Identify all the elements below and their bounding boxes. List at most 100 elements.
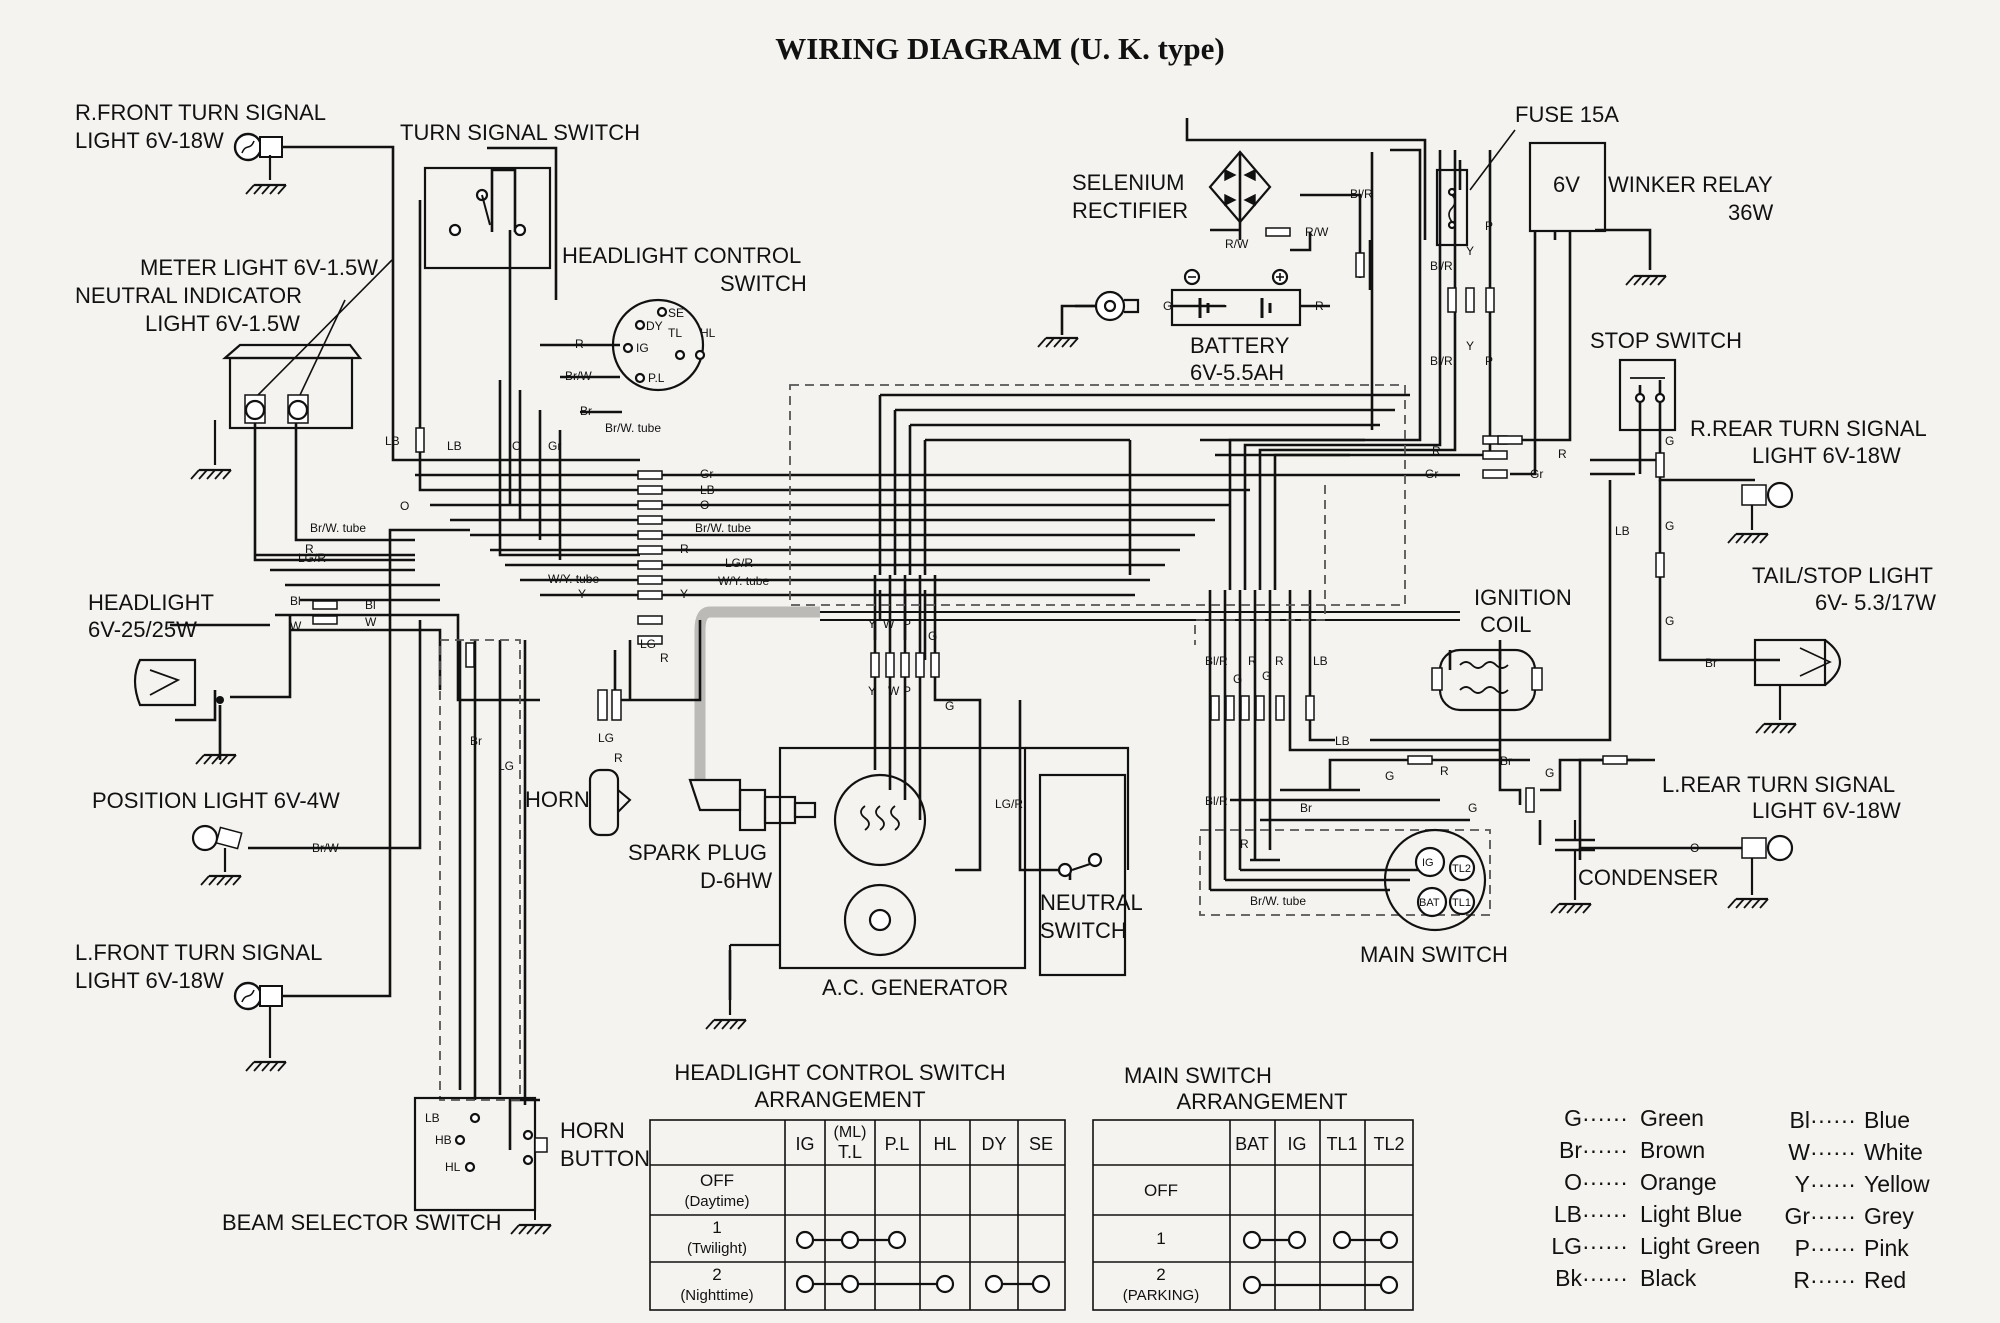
legend-name: Grey — [1864, 1203, 1914, 1229]
neutral-switch-label-1: NEUTRAL — [1040, 890, 1143, 915]
hl-switch-terminal-tl: TL — [668, 326, 682, 340]
legend-entry: P ······ Pink — [1795, 1235, 1910, 1261]
l-rear-turn-signal-label-2: LIGHT 6V-18W — [1752, 798, 1901, 823]
wire-label-r-4: R — [305, 542, 314, 556]
wire-label-r-w-2: R/W — [1225, 237, 1249, 251]
hl-switch-terminal-ig: IG — [636, 341, 649, 355]
wire-labels: LB LB O Gr R Br/W Br Br/W. tube Gr LB O … — [290, 187, 1717, 908]
wire-label-r-9: R — [1248, 654, 1257, 668]
legend-code: LB — [1554, 1201, 1582, 1227]
legend-name: Pink — [1864, 1235, 1909, 1261]
legend-entry: Bk ······ Black — [1555, 1265, 1697, 1291]
wire-label-br-w-tube: Br/W. tube — [605, 421, 661, 435]
wire-label-r-3: R — [660, 651, 669, 665]
hl-row-off: OFF — [700, 1171, 734, 1190]
legend-entry: G ······ Green — [1564, 1105, 1704, 1131]
hl-switch-terminal-se: SE — [668, 306, 684, 320]
legend-code: O — [1564, 1169, 1582, 1195]
wire-label-r-5: R — [614, 751, 623, 765]
wire-label-gr-2: Gr — [700, 467, 713, 481]
wire-label-g-5: G — [1665, 519, 1674, 533]
wire-label-p-4: P — [1485, 354, 1493, 368]
main-switch: IG TL2 BAT TL1 — [1383, 828, 1487, 932]
legend-name: Orange — [1640, 1169, 1717, 1195]
wire-label-y-6: Y — [1466, 339, 1474, 353]
turn-signal-switch — [423, 166, 552, 270]
legend-entry: Bl ······ Blue — [1790, 1107, 1911, 1133]
legend-entry: Gr ······ Grey — [1784, 1203, 1914, 1229]
r-rear-turn-signal-label-1: R.REAR TURN SIGNAL — [1690, 416, 1927, 441]
wire-label-p: P — [903, 617, 911, 631]
winker-relay: 6V — [1528, 141, 1668, 287]
legend-code: W — [1788, 1139, 1810, 1165]
legend-name: Red — [1864, 1267, 1906, 1293]
legend-sep: ······ — [1582, 1265, 1628, 1291]
hl-row-1-sub: (Twilight) — [687, 1240, 747, 1257]
wire-label-br-w: Br/W — [565, 369, 592, 383]
legend-name: Brown — [1640, 1137, 1705, 1163]
main-row-1: 1 — [1156, 1229, 1165, 1248]
dashed-boundaries — [439, 384, 1491, 1101]
wire-label-g-9: G — [1385, 769, 1394, 783]
battery-ground-terminal — [1036, 290, 1140, 349]
hl-row-2-sub: (Nighttime) — [680, 1287, 753, 1304]
wire-label-lb-5: LB — [1313, 654, 1328, 668]
wire-label-r-6: R — [1315, 299, 1324, 313]
hl-row-off-sub: (Daytime) — [684, 1193, 749, 1210]
legend-name: White — [1864, 1139, 1923, 1165]
wire-label-lb-3: LB — [700, 483, 715, 497]
meter-light-label: METER LIGHT 6V-1.5W — [140, 255, 378, 280]
horn — [588, 689, 632, 837]
wire-label-y: Y — [578, 587, 586, 601]
legend-entry: R ······ Red — [1793, 1267, 1906, 1293]
ignition-coil-label-1: IGNITION — [1474, 585, 1572, 610]
legend-sep: ······ — [1810, 1203, 1856, 1229]
wire-label-bl-r: Bl/R — [1350, 187, 1373, 201]
wire-label-o-3: O — [400, 499, 409, 513]
position-light-label: POSITION LIGHT 6V-4W — [92, 788, 340, 813]
hl-switch-terminal-hl: HL — [700, 326, 716, 340]
l-front-turn-signal-lamp — [233, 981, 288, 1073]
headlight-label-2: 6V-25/25W — [88, 617, 197, 642]
legend-sep: ······ — [1810, 1235, 1856, 1261]
neutral-switch-label-2: SWITCH — [1040, 918, 1127, 943]
r-front-turn-signal-label-2: LIGHT 6V-18W — [75, 128, 224, 153]
wire-label-g-11: G — [1545, 766, 1554, 780]
wire-label-w-4: W — [888, 684, 900, 698]
legend-name: Light Green — [1640, 1233, 1760, 1259]
main-col-bat: BAT — [1235, 1134, 1269, 1154]
ac-generator — [778, 746, 1130, 970]
hl-col-tl: T.L — [838, 1142, 862, 1162]
neutral-indicator-label-2: LIGHT 6V-1.5W — [145, 311, 300, 336]
selenium-rectifier-label-1: SELENIUM — [1072, 170, 1184, 195]
legend-sep: ······ — [1810, 1267, 1856, 1293]
wire-label-r-7: R — [1432, 444, 1441, 458]
stop-switch — [1618, 358, 1677, 432]
legend-name: Green — [1640, 1105, 1704, 1131]
wire-label-br-2: Br — [470, 734, 482, 748]
wire-label-lg-3: LG — [598, 731, 614, 745]
beam-terminal-lb: LB — [425, 1111, 440, 1125]
main-col-tl2: TL2 — [1373, 1134, 1404, 1154]
battery — [1170, 268, 1302, 327]
legend-sep: ······ — [1582, 1137, 1628, 1163]
headlight-control-switch-label-2: SWITCH — [720, 271, 807, 296]
wire-label-lg: LG — [640, 637, 656, 651]
condenser-label: CONDENSER — [1578, 865, 1719, 890]
turn-signal-switch-label: TURN SIGNAL SWITCH — [400, 120, 640, 145]
wire-label-w-y-tube: W/Y. tube — [718, 574, 769, 588]
battery-label-1: BATTERY — [1190, 333, 1290, 358]
wire-label-g: G — [928, 629, 937, 643]
wire-label-br-w-tube-4: Br/W. tube — [1250, 894, 1306, 908]
legend-code: P — [1795, 1235, 1810, 1261]
main-switch-terminal-tl2: TL2 — [1452, 863, 1471, 875]
hl-table-title-2: ARRANGEMENT — [754, 1087, 925, 1112]
generator-ground — [704, 943, 780, 1031]
tail-stop-light-lamp — [1753, 638, 1841, 735]
wire-label-r-2: R — [680, 542, 689, 556]
legend-sep: ······ — [1582, 1105, 1628, 1131]
legend-code: Gr — [1784, 1203, 1810, 1229]
wire-label-r-w: R/W — [1305, 225, 1329, 239]
diagram-title: WIRING DIAGRAM (U. K. type) — [775, 31, 1224, 66]
beam-terminal-hb: HB — [435, 1133, 452, 1147]
